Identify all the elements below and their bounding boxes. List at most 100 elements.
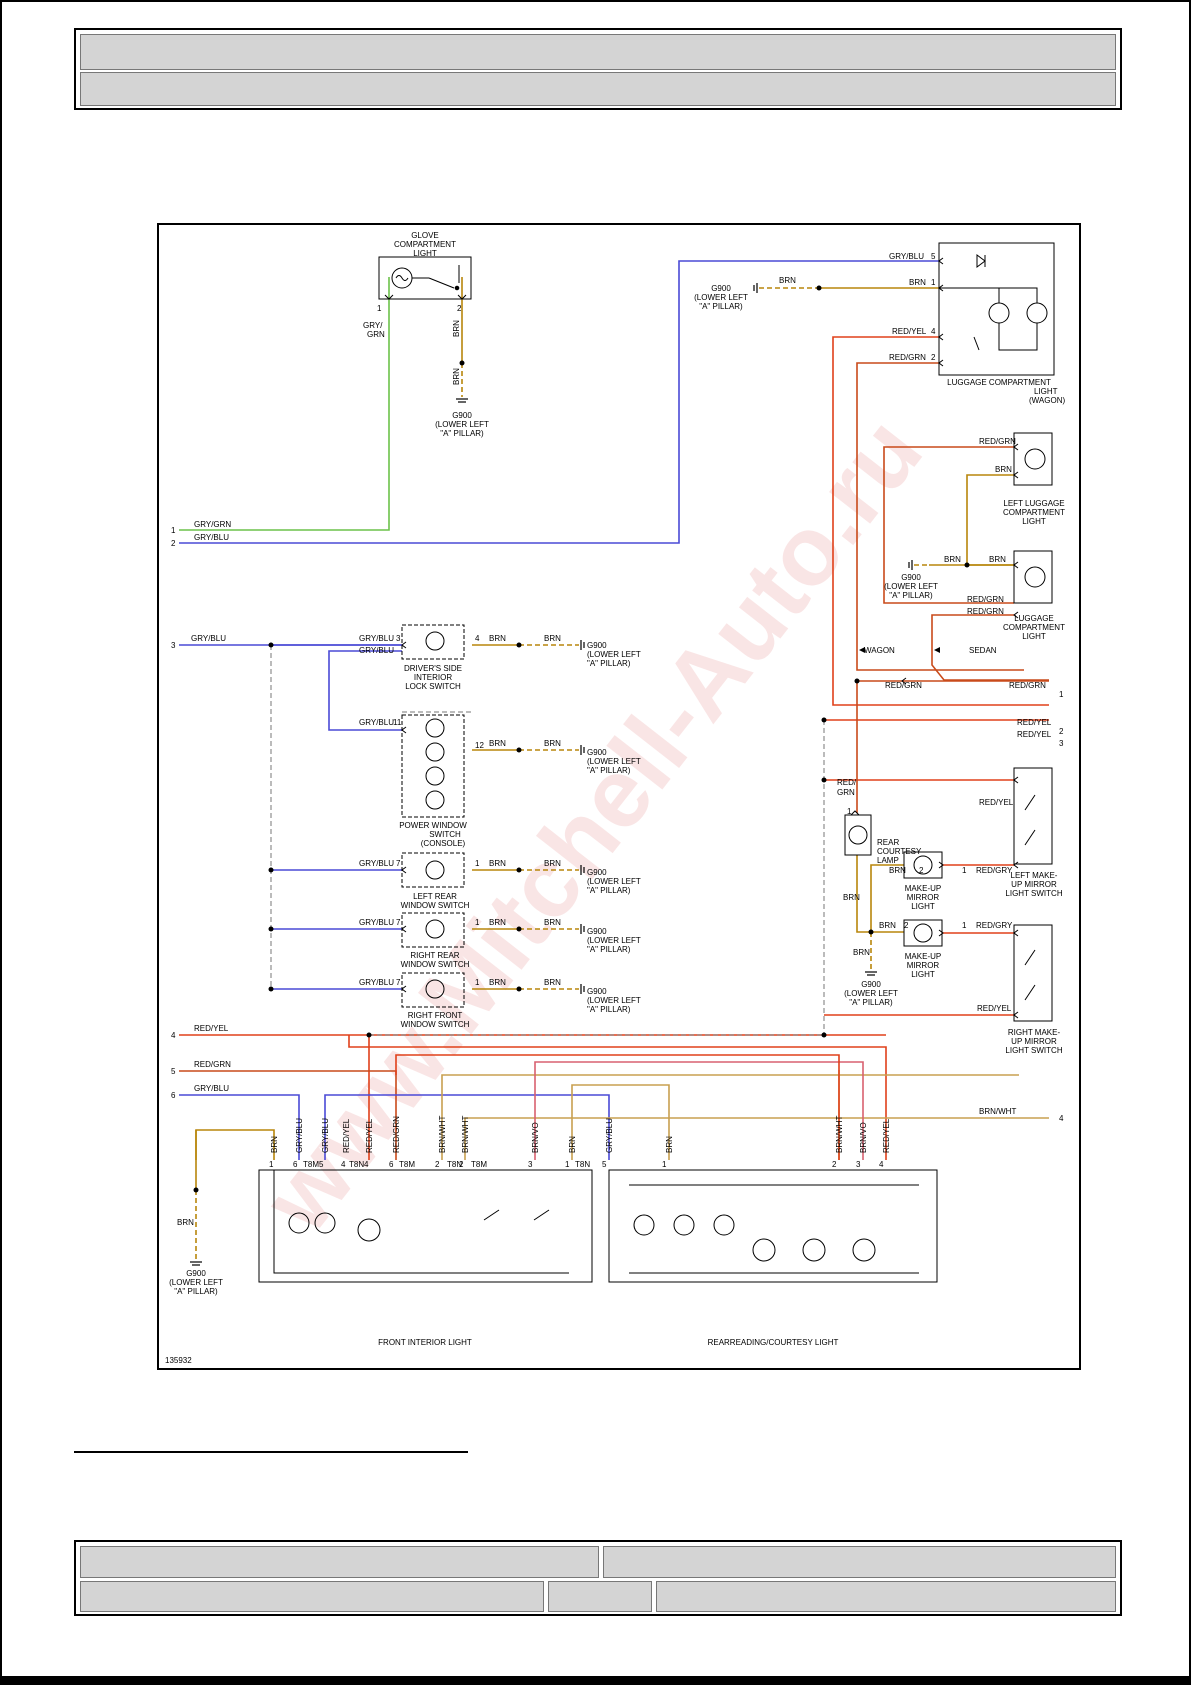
ground-label: G900	[587, 927, 607, 936]
led-icon	[314, 1212, 336, 1234]
wire-label: BRN/WHT	[979, 1107, 1016, 1116]
splice-dot	[516, 926, 522, 932]
wire-red-yel-to-rear	[348, 1035, 887, 1160]
splice-dot	[459, 360, 465, 366]
led-icon	[673, 1214, 695, 1236]
wire-red-grn-luggage-sedan	[931, 614, 1049, 681]
ground-left-rear	[580, 865, 585, 875]
pin-label: 6	[293, 1160, 298, 1169]
bulb-icon	[1026, 302, 1048, 324]
wire-brn-left-mirror	[870, 864, 904, 933]
wire-label: RED/	[837, 778, 857, 787]
wire-label: GRY/BLU	[359, 978, 394, 987]
circuit-number: 1	[1059, 690, 1064, 699]
pin-label: 7	[396, 859, 401, 868]
right-makeup-switch-label: RIGHT MAKE-	[1008, 1028, 1061, 1037]
wire-brn-rear-courtesy	[856, 855, 871, 933]
glove-light-label: GLOVE	[411, 231, 439, 240]
splice-dot	[854, 678, 860, 684]
circuit-number: 3	[171, 641, 176, 650]
circuit-number: 4	[1059, 1114, 1064, 1123]
footer-cell-b	[603, 1546, 1116, 1578]
right-front-switch-box	[401, 972, 465, 1008]
connector-sedan	[1013, 561, 1019, 569]
makeup-mirror-label: LIGHT	[911, 902, 935, 911]
ground-right-rear	[580, 924, 585, 934]
pin-label: 4	[475, 634, 480, 643]
wire-brn-wht-front	[441, 1074, 1019, 1160]
ground-label: G900	[452, 411, 472, 420]
pin-label: 1	[962, 866, 967, 875]
right-rear-label: RIGHT REAR	[410, 951, 459, 960]
right-front-label: WINDOW SWITCH	[401, 1020, 470, 1029]
connector-code: T8N	[575, 1160, 590, 1169]
pin-label: 1	[931, 278, 936, 287]
connector-marks	[384, 257, 1019, 1019]
left-luggage-label: COMPARTMENT	[1003, 508, 1065, 517]
switch-blade-icon	[1024, 829, 1036, 846]
wire-label: BRN	[544, 634, 561, 643]
connector-left-makeup	[1013, 776, 1019, 784]
ground-label: G900	[587, 641, 607, 650]
ground-label: "A" PILLAR)	[174, 1287, 218, 1296]
wire-label: RED/GRN	[967, 595, 1004, 604]
connector-wagon-1	[938, 284, 944, 292]
power-window-label: (CONSOLE)	[421, 839, 466, 848]
pin-label: 4	[879, 1160, 884, 1169]
wire-label: RED/YEL	[365, 1118, 374, 1153]
wire-label: GRY/GRN	[194, 520, 231, 529]
front-interior-box	[258, 1169, 593, 1283]
pin-label: 5	[602, 1160, 607, 1169]
splice-dot	[516, 642, 522, 648]
pin-label: 12	[475, 741, 484, 750]
pin-label: 2	[904, 921, 909, 930]
wire-label: BRN	[270, 1136, 279, 1153]
pin-label: 1	[475, 859, 480, 868]
splice-dot	[516, 867, 522, 873]
switch-blade-icon	[1024, 984, 1036, 1001]
ground-label: "A" PILLAR)	[587, 659, 631, 668]
footer-info-block	[74, 1540, 1122, 1616]
right-mirror-box	[903, 919, 943, 947]
pin-label: 7	[396, 978, 401, 987]
connector-left-makeup	[1013, 861, 1019, 869]
switch-blade-icon	[1024, 794, 1036, 811]
wire-label: BRN	[944, 555, 961, 564]
ground-lock	[580, 640, 585, 650]
left-makeup-switch-label: LIGHT SWITCH	[1005, 889, 1062, 898]
wire-red-grn-to-rear-2	[395, 1054, 840, 1160]
splice-dot	[268, 867, 274, 873]
ground-label: (LOWER LEFT	[694, 293, 748, 302]
wire-label: BRN	[568, 1136, 577, 1153]
circuit-number: 3	[1059, 739, 1064, 748]
rear-courtesy-box	[844, 814, 872, 856]
right-front-label: RIGHT FRONT	[408, 1011, 463, 1020]
bulb-icon	[1024, 566, 1046, 588]
wire-label: RED/YEL	[882, 1118, 891, 1153]
wire-label: GRY/BLU	[889, 252, 924, 261]
wire-red-yel-luggage	[832, 336, 1049, 706]
circuit-number: 5	[171, 1067, 176, 1076]
glove-light-box	[378, 256, 472, 300]
header-title-block	[74, 28, 1122, 110]
wire-label: BRN	[544, 978, 561, 987]
connector-right-front	[401, 985, 407, 993]
connector-code: T8M	[399, 1160, 415, 1169]
wiring-diagram-svg: www.Mitchell-Auto.ru	[165, 231, 1065, 1365]
splice-dot	[366, 1032, 372, 1038]
pin-label: 11	[393, 718, 402, 727]
wire-label: BRN	[489, 634, 506, 643]
rear-courtesy-label: COURTESY	[877, 847, 922, 856]
ground-label: G900	[711, 284, 731, 293]
pin-label: 1	[475, 918, 480, 927]
sedan-label: SEDAN	[969, 646, 997, 655]
bulb-icon	[852, 1238, 876, 1262]
led-icon	[633, 1214, 655, 1236]
right-makeup-switch-label: LIGHT SWITCH	[1005, 1046, 1062, 1055]
left-mirror-box	[903, 851, 943, 879]
wire-label: GRY/BLU	[605, 1118, 614, 1153]
bulb-icon	[988, 302, 1010, 324]
wire-label: RED/YEL	[194, 1024, 229, 1033]
wire-gry-grn-glove	[179, 277, 390, 531]
ground-label: (LOWER LEFT	[169, 1278, 223, 1287]
